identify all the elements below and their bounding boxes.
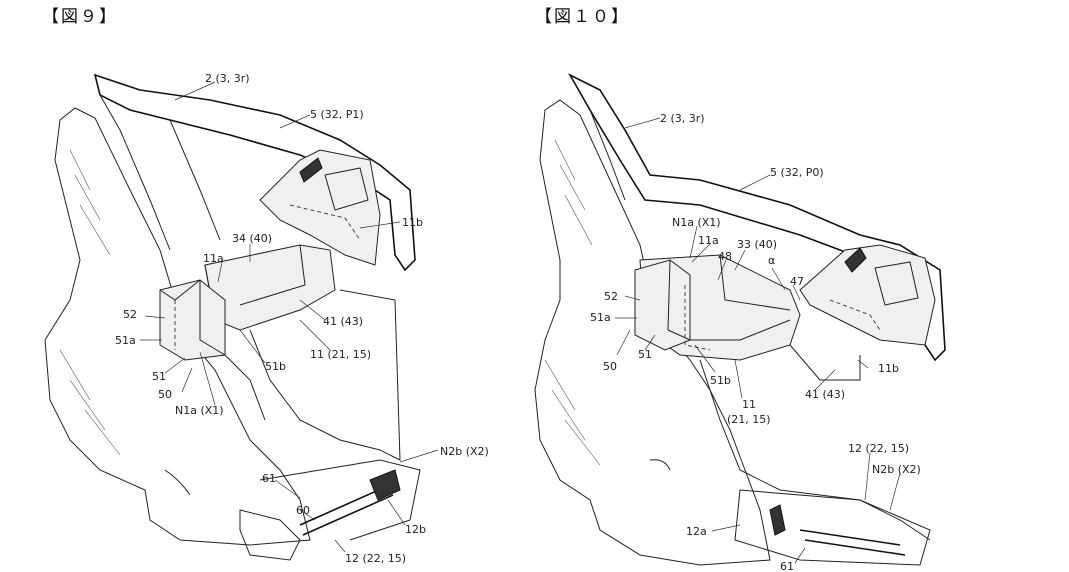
fig10-label-n2b: N2b (X2) — [872, 463, 921, 476]
fig10-label-51a: 51a — [590, 311, 611, 324]
fig10-label-11a: 11a — [698, 234, 719, 247]
fig9-trim-handle — [259, 149, 381, 266]
fig10-label-12a: 12a — [686, 525, 707, 538]
figure-9-leaders — [140, 81, 439, 553]
fig10-rail — [734, 489, 931, 566]
fig10-label-trim: 5 (32, P0) — [770, 166, 824, 179]
fig10-trim-handle — [799, 244, 936, 346]
fig9-bracket — [159, 279, 226, 361]
fig10-door-panel — [534, 99, 771, 566]
fig9-label-n1a: N1a (X1) — [175, 404, 224, 417]
fig9-label-51a: 51a — [115, 334, 136, 347]
fig9-label-n2b: N2b (X2) — [440, 445, 489, 458]
fig9-label-trim: 5 (32, P1) — [310, 108, 364, 121]
fig10-label-47: 47 — [790, 275, 804, 288]
fig9-label-armrest: 34 (40) — [232, 232, 272, 245]
figure-9-title: 【図９】 — [42, 7, 118, 27]
fig9-door-frame — [93, 73, 416, 272]
fig9-label-51b: 51b — [265, 360, 286, 373]
fig10-label-11: 11 — [742, 398, 756, 411]
figure-10-title: 【図１０】 — [535, 7, 630, 27]
fig10-label-61: 61 — [780, 560, 794, 572]
fig9-label-61: 61 — [262, 472, 276, 485]
fig10-label-n1a: N1a (X1) — [672, 216, 721, 229]
fig10-label-52: 52 — [604, 290, 618, 303]
fig10-label-12: 12 (22, 15) — [848, 442, 909, 455]
fig9-label-11a: 11a — [203, 252, 224, 265]
fig10-door-frame — [567, 73, 946, 362]
fig9-label-11: 11 (21, 15) — [310, 348, 371, 361]
fig9-label-11b: 11b — [402, 216, 423, 229]
fig10-label-51: 51 — [638, 348, 652, 361]
fig9-label-50: 50 — [158, 388, 172, 401]
fig9-label-51: 51 — [152, 370, 166, 383]
fig10-label-50: 50 — [603, 360, 617, 373]
fig9-label-41: 41 (43) — [323, 315, 363, 328]
fig10-label-51b: 51b — [710, 374, 731, 387]
figure-10-leaders — [615, 117, 901, 564]
fig9-rail — [239, 509, 301, 561]
fig9-door-panel — [44, 107, 311, 546]
fig9-label-60: 60 — [296, 504, 310, 517]
fig9-label-12: 12 (22, 15) — [345, 552, 406, 565]
fig10-label-alpha: α — [768, 254, 775, 267]
fig9-label-door-frame: 2 (3, 3r) — [205, 72, 250, 85]
figure-9-labels: 2 (3, 3r) 5 (32, P1) 11b 34 (40) 11a 52 … — [115, 72, 489, 565]
figure-9-drawing — [44, 73, 421, 561]
fig10-label-41: 41 (43) — [805, 388, 845, 401]
fig10-label-door-frame: 2 (3, 3r) — [660, 112, 705, 125]
figure-10-drawing — [534, 73, 946, 566]
fig10-label-11b: 11b — [878, 362, 899, 375]
fig10-label-48: 48 — [718, 250, 732, 263]
fig10-label-11-sub: (21, 15) — [727, 413, 771, 426]
figure-10-labels: 2 (3, 3r) 5 (32, P0) N1a (X1) 11a 33 (40… — [590, 112, 921, 572]
fig9-label-12b: 12b — [405, 523, 426, 536]
fig10-label-armrest: 33 (40) — [737, 238, 777, 251]
fig9-label-52: 52 — [123, 308, 137, 321]
